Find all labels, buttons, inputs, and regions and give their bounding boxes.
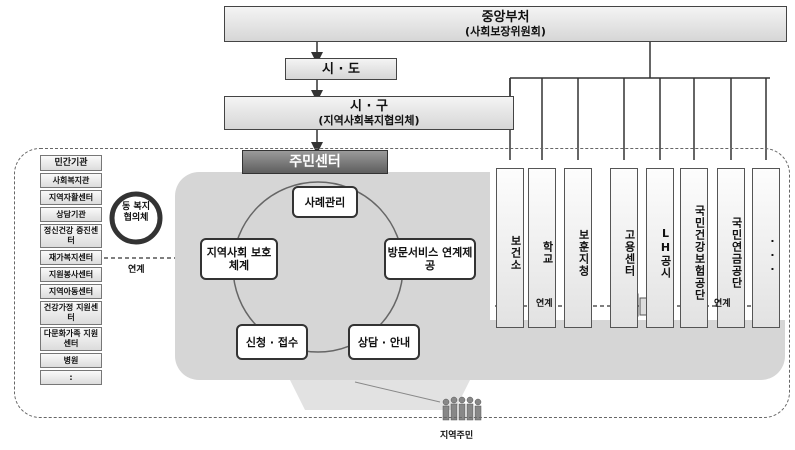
council-ring	[109, 191, 163, 245]
agency-school: 학교	[528, 168, 556, 328]
civil-institutions-list: 민간기관 사회복지관 지역자활센터 상담기관 정신건강 증진센터 재가복지센터 …	[40, 155, 102, 387]
apply-node: 신청 · 접수	[236, 324, 308, 360]
agency-health-center: 보건소	[496, 168, 524, 328]
consult-node: 상담 · 안내	[348, 324, 420, 360]
agency-more: ...	[752, 168, 780, 328]
civil-item: 재가복지센터	[40, 250, 102, 265]
community-safety-node: 지역사회 보호체계	[200, 238, 278, 280]
city-title: 시 · 구	[350, 99, 388, 114]
province-title: 시 · 도	[322, 61, 360, 77]
province-box: 시 · 도	[285, 58, 397, 80]
civil-item: 지역아동센터	[40, 284, 102, 299]
city-box: 시 · 구 (지역사회복지협의체)	[224, 96, 514, 130]
residents-icon	[442, 396, 482, 421]
civil-item: 정신건강 증진센터	[40, 224, 102, 248]
central-title: 중앙부처	[481, 10, 530, 25]
community-center-title: 주민센터	[289, 153, 341, 170]
community-center-box: 주민센터	[242, 150, 388, 174]
agency-lh: LH공시	[646, 168, 674, 328]
link-left-label: 연계	[128, 265, 145, 275]
council-label: 동 복지 협의체	[122, 202, 150, 223]
civil-item: 건강가정 지원센터	[40, 301, 102, 325]
civil-item: 상담기관	[40, 207, 102, 222]
civil-item: 지역자활센터	[40, 190, 102, 205]
civil-item: 지원봉사센터	[40, 267, 102, 282]
visit-service-node: 방문서비스 연계제공	[384, 238, 476, 280]
residents-funnel	[290, 380, 470, 410]
civil-item: 사회복지관	[40, 173, 102, 188]
central-ministry-box: 중앙부처 (사회보장위원회)	[224, 6, 787, 42]
link-right-label-1: 연계	[536, 299, 553, 309]
community-region	[14, 148, 790, 418]
link-right-label-2: 연계	[714, 299, 731, 309]
agency-health-insurance: 국민건강보험공단	[680, 168, 708, 328]
agency-pension: 국민연금공단	[717, 168, 745, 328]
civil-title: 민간기관	[40, 155, 102, 171]
central-subtitle: (사회보장위원회)	[465, 25, 546, 38]
residents-label: 지역주민	[440, 431, 474, 441]
civil-item: 병원	[40, 353, 102, 368]
agency-employment: 고용센터	[610, 168, 638, 328]
case-management-node: 사례관리	[292, 186, 358, 218]
city-subtitle: (지역사회복지협의체)	[318, 114, 420, 127]
civil-item: :	[40, 370, 102, 385]
funnel-left	[354, 381, 441, 403]
agency-veterans: 보훈지청	[564, 168, 592, 328]
civil-item: 다문화가족 지원센터	[40, 327, 102, 351]
